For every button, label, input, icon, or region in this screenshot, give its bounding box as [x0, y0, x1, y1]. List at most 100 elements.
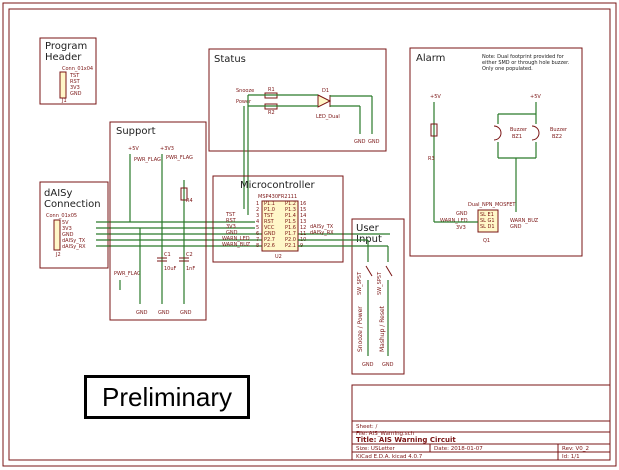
micro-net-warn-led: WARN_LED [222, 236, 250, 242]
micro-left-pin-name: RST [264, 219, 275, 225]
micro-right-pin-number: 14 [300, 213, 306, 219]
micro-left-pin-name: P1.1 [264, 201, 275, 207]
alarm-code-1: SL E1 [480, 212, 494, 218]
support-c1-val: 10uF [164, 266, 177, 272]
mosfet-q1 [477, 209, 499, 233]
ph-pin-1: TST [69, 73, 80, 79]
alarm-pin-warn-led: WARN_LED [440, 218, 468, 224]
micro-left-pin-number: 5 [256, 225, 259, 231]
micro-left-pin-name: TST [263, 213, 274, 219]
status-title: Status [214, 54, 246, 65]
program-header-frame [39, 37, 97, 105]
support-frame [109, 121, 207, 321]
microcontroller-block: Microcontroller MSP430FR2111 U2 P1.11P1.… [212, 175, 344, 263]
micro-net-warn-buz: WARN_BUZ [222, 242, 251, 248]
support-c1: C1 [164, 252, 171, 258]
micro-left-pin-number: 3 [256, 213, 259, 219]
micro-net-tst: TST [225, 212, 236, 218]
support-block: Support +5V +3V3 PWR_FLAG PWR_FLAG PWR_F… [109, 121, 207, 321]
micro-left-pin-number: 8 [256, 243, 259, 249]
support-gnd-1: GND [136, 310, 148, 316]
micro-left-pin-name: P2.7 [264, 237, 275, 243]
micro-right-pin-name: P1.5 [285, 219, 296, 225]
support-plus3v3: +3V3 [160, 146, 174, 152]
tb-rev: Rev: V0_2 [562, 446, 589, 452]
support-pwrflag-2: PWR_FLAG [166, 155, 193, 161]
status-frame [208, 48, 387, 152]
daisy-pin-5: dAISy_RX [62, 244, 86, 250]
micro-left-pin-name: GND [264, 231, 276, 237]
micro-chip: MSP430FR2111 [258, 194, 297, 200]
alarm-buzzer2-ref: BZ2 [552, 134, 562, 140]
alarm-r3: R3 [428, 156, 435, 162]
program-header-title-1: Program [45, 41, 87, 52]
user-label-2: Mashup / Reset [379, 305, 386, 352]
program-header-connector-label: Conn_01x04 [62, 66, 93, 72]
micro-net-rst: RST [226, 218, 237, 224]
micro-frame [212, 175, 344, 263]
buzzer-bz1-symbol [493, 125, 502, 141]
micro-left-pin-number: 4 [256, 219, 259, 225]
micro-right-pin-name: P1.7 [285, 231, 296, 237]
daisy-ref: J2 [55, 252, 61, 258]
status-d1: D1 [322, 88, 329, 94]
daisy-pin-4: dAISy_TX [62, 238, 86, 244]
micro-ic-body [261, 200, 299, 252]
micro-right-pin-name: P1.4 [285, 213, 296, 219]
status-r2: R2 [268, 110, 275, 116]
alarm-pin-3v3: 3V3 [456, 225, 466, 231]
support-plus5v: +5V [128, 146, 139, 152]
daisy-pin-3: GND [62, 232, 74, 238]
micro-net-3v3: 3V3 [226, 224, 236, 230]
micro-right-pin-number: 12 [300, 225, 306, 231]
switch-1 [365, 265, 373, 277]
alarm-block: Alarm Note: Dual footprint provided for … [409, 47, 583, 257]
alarm-pin-gnd-right: GND [510, 224, 522, 230]
micro-left-pin-number: 2 [256, 207, 259, 213]
buzzer-bz2-symbol [531, 125, 540, 141]
support-c2-val: 1nF [186, 266, 195, 272]
micro-right-pin-name: P1.6 [285, 225, 296, 231]
status-r1: R1 [268, 87, 275, 93]
alarm-mosfet: Dual_NPN_MOSFET [468, 202, 516, 208]
ph-pin-3: 3V3 [70, 85, 80, 91]
tb-file: File: AIS_Warning.sch [356, 431, 415, 437]
micro-right-pin-name: P1.3 [285, 207, 296, 213]
daisy-connector [53, 219, 61, 251]
tb-title: Title: AIS Warning Circuit [356, 436, 456, 444]
user-input-title-2: Input [356, 234, 382, 245]
daisy-pin-2: 3V3 [62, 226, 72, 232]
status-led: LED_Dual [316, 114, 340, 120]
alarm-buzzer2: Buzzer [550, 127, 568, 133]
ph-pin-2: RST [70, 79, 81, 85]
tb-sheet: Sheet: / [356, 424, 378, 430]
led-dual [317, 94, 332, 108]
support-gnd-3: GND [180, 310, 192, 316]
user-gnd-2: GND [382, 362, 394, 368]
micro-left-pin-name: P1.0 [264, 207, 275, 213]
support-r4: R4 [186, 198, 193, 204]
micro-left-pin-number: 7 [256, 237, 259, 243]
alarm-title: Alarm [416, 53, 445, 64]
status-gnd-1: GND [354, 139, 366, 145]
status-gnd-2: GND [368, 139, 380, 145]
micro-ref: U2 [275, 254, 282, 260]
micro-net-daisy-rx: dAISy_RX [310, 230, 334, 236]
micro-left-pin-name: P2.6 [264, 243, 275, 249]
micro-right-pin-name: P2.0 [285, 237, 296, 243]
micro-right-pin-name: P1.2 [285, 201, 296, 207]
daisy-frame [39, 181, 109, 269]
micro-net-gnd: GND [226, 230, 238, 236]
micro-right-pin-number: 16 [300, 201, 306, 207]
alarm-mosfet-ref: Q1 [483, 238, 490, 244]
preliminary-watermark: Preliminary [84, 375, 250, 419]
tb-id: Id: 1/1 [562, 454, 580, 460]
ph-pin-4: GND [70, 91, 82, 97]
program-header-ref: J1 [61, 98, 67, 104]
tb-size: Size: USLetter [356, 446, 395, 452]
program-header-connector [59, 71, 67, 99]
alarm-buzzer1: Buzzer [510, 127, 528, 133]
alarm-note: Note: Dual footprint provided for either… [482, 54, 569, 72]
user-sw2: SW_SPST [377, 271, 383, 295]
micro-title: Microcontroller [240, 180, 316, 191]
